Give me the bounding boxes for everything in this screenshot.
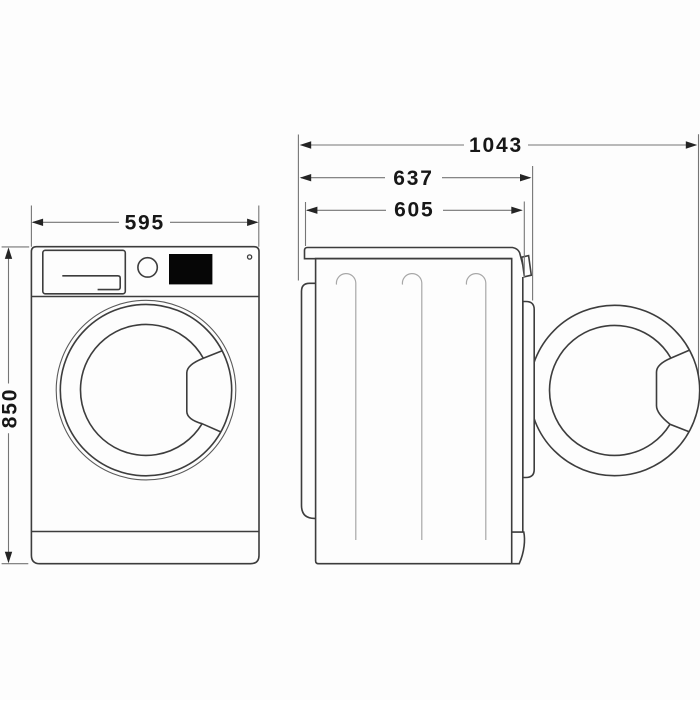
- svg-text:1043: 1043: [469, 134, 523, 157]
- svg-text:637: 637: [393, 167, 433, 190]
- svg-text:850: 850: [0, 388, 21, 428]
- svg-text:595: 595: [125, 211, 165, 234]
- svg-text:605: 605: [394, 199, 434, 222]
